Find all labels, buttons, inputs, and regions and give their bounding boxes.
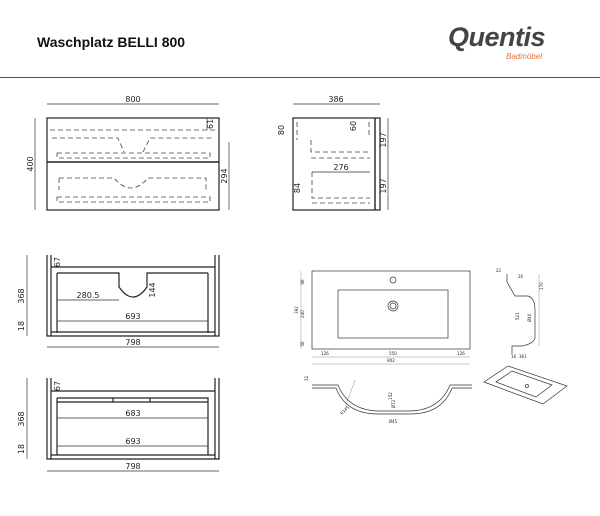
basin-perspective — [483, 365, 568, 405]
dim-inner-width: 693 — [125, 312, 140, 321]
side-view: 386 80 60 197 197 276 84 — [277, 95, 389, 211]
dim-top: 22 — [496, 268, 502, 273]
basin-bowl — [337, 289, 449, 339]
side-hidden-lines — [296, 122, 370, 204]
dim-height: 170 — [539, 282, 544, 290]
dim-rear: 56 — [300, 341, 305, 347]
dim-total-width: 802 — [387, 358, 395, 363]
front-view: 800 400 61 294 — [26, 95, 230, 211]
dim-bottom-a: 16 — [511, 354, 517, 359]
dim-top: 80 — [277, 125, 286, 135]
dim-width: 800 — [125, 95, 140, 104]
logo-wordmark: Quentis — [448, 22, 546, 52]
dim-rim: 32 — [304, 375, 309, 381]
dim-lower-drawer: 197 — [379, 178, 388, 193]
radius-leader — [344, 379, 356, 409]
dim-bowl-depth: 152 — [388, 392, 393, 400]
basin-top-view: 392 96 240 56 126 550 126 802 — [294, 270, 471, 365]
dim-right: 126 — [457, 351, 465, 356]
basin-section-profile — [312, 384, 472, 415]
dim-depth: 386 — [328, 95, 343, 104]
lower-drawer-inner — [56, 397, 209, 455]
dim-inner-width: 693 — [125, 437, 140, 446]
dim-drain: Ø40 — [527, 313, 532, 322]
upper-drawer-siphon-cutout — [56, 272, 209, 333]
dim-lip: 26 — [518, 274, 524, 279]
upper-drawer-outline — [46, 255, 220, 337]
basin-side-section: 22 26 170 521 Ø40 16 361 — [496, 268, 544, 359]
front-cabinet-outline — [46, 117, 220, 211]
dim-left: 126 — [321, 351, 329, 356]
lower-drawer-plan: 683 693 798 67 368 18 — [17, 378, 220, 472]
dim-radius: R145 — [339, 404, 350, 415]
dim-base: 18 — [17, 444, 26, 454]
lower-drawer-hidden-lines — [56, 177, 211, 203]
dim-drawer-height: 294 — [220, 168, 229, 183]
upper-drawer-plan: 280.5 144 693 798 67 368 18 — [17, 255, 220, 348]
header-divider — [0, 77, 600, 78]
dim-upper-drawer: 197 — [379, 132, 388, 147]
dim-top-gap: 67 — [53, 381, 62, 391]
dim-outer-width: 798 — [125, 462, 140, 471]
dim-drain-inner: Ø72 — [391, 399, 396, 408]
page-title: Waschplatz BELLI 800 — [37, 34, 186, 50]
dim-cutout-offset: 280.5 — [77, 291, 100, 300]
upper-drawer-hidden-lines — [50, 129, 215, 159]
dim-height: 368 — [17, 288, 26, 303]
dim-height: 368 — [17, 411, 26, 426]
dim-bowl-width: 550 — [389, 351, 397, 356]
dim-outer-width: 798 — [125, 338, 140, 347]
tap-hole-icon — [389, 276, 397, 284]
dim-base: 18 — [17, 321, 26, 331]
dim-height: 400 — [26, 156, 35, 171]
logo-subtitle: Badmöbel — [506, 52, 543, 61]
basin-outline — [311, 270, 471, 350]
dim-drawer-inner: 84 — [293, 183, 302, 193]
dim-top-gap: 67 — [53, 257, 62, 267]
dim-inner: 521 — [515, 312, 520, 320]
dim-drawer-depth: 276 — [333, 163, 348, 172]
dim-bottom-b: 361 — [519, 354, 527, 359]
drain-icon — [387, 300, 399, 312]
dim-bowl: 240 — [300, 310, 305, 318]
quentis-logo: Quentis Badmöbel — [448, 22, 558, 62]
dim-drain: Ø45 — [389, 419, 398, 424]
side-cabinet-outline — [292, 117, 381, 211]
dim-depth: 392 — [294, 306, 299, 314]
basin-perspective-outline — [483, 365, 568, 405]
basin-side-profile — [506, 274, 536, 354]
dim-cutout-depth: 144 — [148, 282, 157, 297]
drain-inner-icon — [389, 302, 397, 310]
perspective-drain-icon — [525, 384, 529, 388]
lower-drawer-outline — [46, 378, 220, 460]
basin-section-view: R145 32 152 Ø72 Ø45 — [304, 375, 472, 424]
basin-perspective-bowl — [495, 370, 553, 398]
dim-inner-top: 60 — [349, 121, 358, 131]
dim-front: 96 — [300, 279, 305, 285]
dim-front-width: 683 — [125, 409, 140, 418]
dim-top-offset: 61 — [206, 119, 215, 129]
